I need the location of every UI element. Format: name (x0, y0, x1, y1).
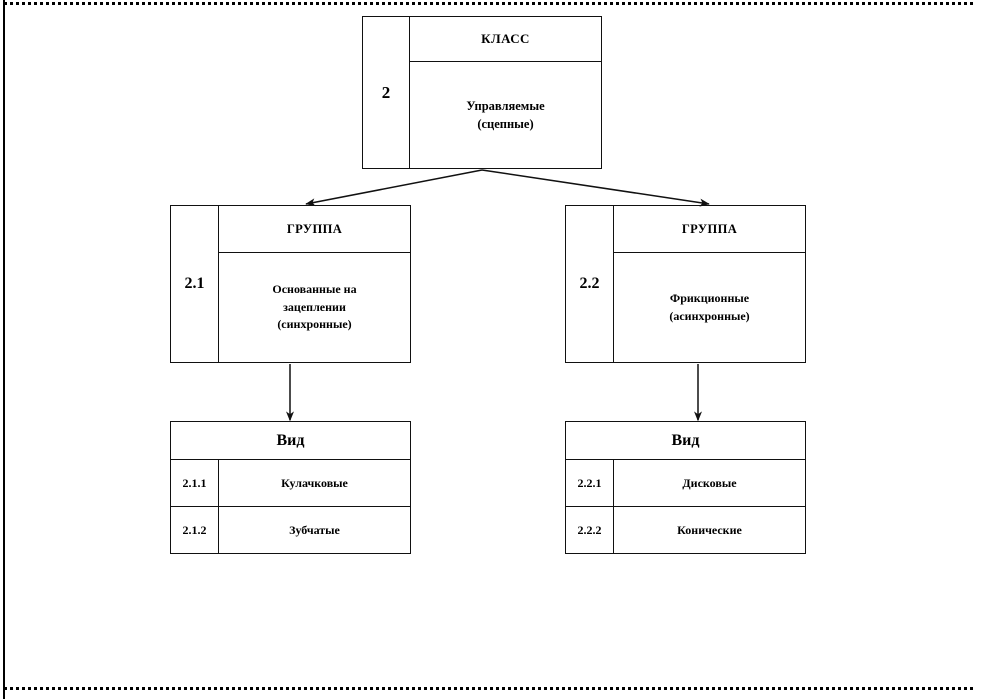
node-group-right-header: ГРУППА (614, 206, 805, 253)
connector-class-to-group-right (481, 169, 710, 207)
node-group-right-body-line1: Фрикционные (669, 291, 750, 306)
node-vid-right-header: Вид (566, 422, 805, 460)
connector-class-to-group-left (305, 169, 483, 207)
node-group-left-body-line2: зацеплении (283, 299, 346, 314)
page-frame-bottom-dotted-rule (4, 687, 973, 690)
node-vid-left-row1-code: 2.1.2 (171, 507, 219, 553)
node-vid-left-row0-code: 2.1.1 (171, 460, 219, 506)
node-vid-left-header: Вид (171, 422, 410, 460)
node-vid-right-row0-code: 2.2.1 (566, 460, 614, 506)
table-row[interactable]: 2.2.1 Дисковые (566, 460, 805, 507)
node-group-right[interactable]: 2.2 ГРУППА Фрикционные (асинхронные) (565, 205, 806, 363)
table-row[interactable]: 2.1.2 Зубчатые (171, 507, 410, 553)
node-group-left[interactable]: 2.1 ГРУППА Основанные на зацеплении (син… (170, 205, 411, 363)
table-row[interactable]: 2.2.2 Конические (566, 507, 805, 553)
node-class-body-line1: Управляемые (466, 98, 545, 113)
page-frame-left-rule (3, 0, 5, 699)
node-vid-right[interactable]: Вид 2.2.1 Дисковые 2.2.2 Конические (565, 421, 806, 554)
node-class-header: КЛАСС (410, 17, 601, 62)
page-frame-top-dotted-rule (4, 2, 973, 5)
node-vid-right-row1-code: 2.2.2 (566, 507, 614, 553)
node-class-body-line2: (сцепные) (477, 117, 534, 131)
node-group-left-body-line1: Основанные на (272, 282, 357, 297)
node-group-left-body: Основанные на зацеплении (синхронные) (219, 253, 410, 362)
node-group-right-code: 2.2 (566, 206, 614, 362)
node-class-body: Управляемые (сцепные) (410, 62, 601, 168)
node-vid-right-row1-label: Конические (677, 522, 742, 537)
node-vid-left-row0-label: Кулачковые (281, 475, 348, 490)
node-class-code: 2 (363, 17, 410, 168)
node-group-right-body-line2: (асинхронные) (669, 308, 750, 323)
node-group-right-body: Фрикционные (асинхронные) (614, 253, 805, 362)
node-vid-left-row1-label: Зубчатые (289, 522, 340, 537)
table-row[interactable]: 2.1.1 Кулачковые (171, 460, 410, 507)
node-class[interactable]: 2 КЛАСС Управляемые (сцепные) (362, 16, 602, 169)
node-group-left-header: ГРУППА (219, 206, 410, 253)
node-group-left-code: 2.1 (171, 206, 219, 362)
node-group-left-body-line3: (синхронные) (277, 317, 352, 332)
node-vid-right-row0-label: Дисковые (682, 475, 737, 490)
node-vid-left[interactable]: Вид 2.1.1 Кулачковые 2.1.2 Зубчатые (170, 421, 411, 554)
